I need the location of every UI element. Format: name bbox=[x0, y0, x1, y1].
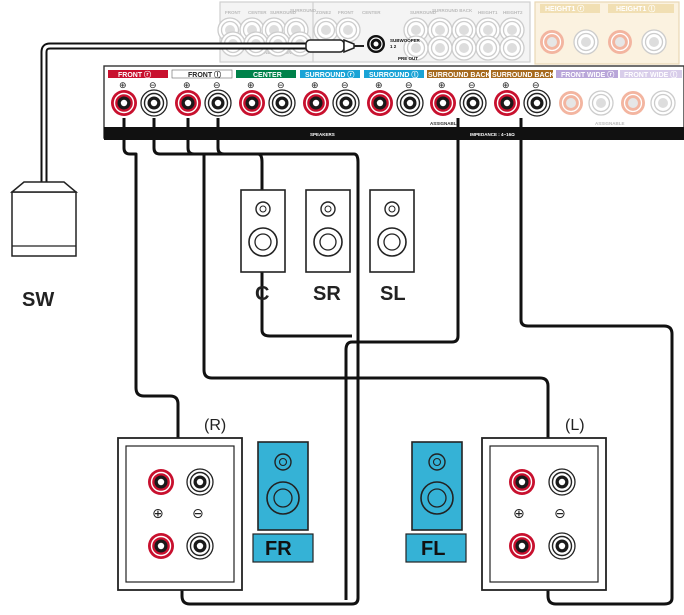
front-right-minus: ⊖ bbox=[192, 506, 204, 522]
surround-right-name: SR bbox=[313, 283, 341, 305]
front-left-name: FL bbox=[421, 538, 445, 560]
pre-out-label-front: FRONT bbox=[225, 10, 241, 15]
tab-surround-left: SURROUND ⓛ bbox=[369, 70, 418, 79]
pre-out-panel: FRONT CENTER SURROUND SURROUND ZONE2 ZON… bbox=[217, 1, 531, 63]
svg-text:⊕: ⊕ bbox=[438, 81, 446, 91]
front-left-minus: ⊖ bbox=[554, 506, 566, 522]
tab-front-left: FRONT ⓛ bbox=[188, 70, 221, 79]
front-left-plus: ⊕ bbox=[513, 506, 525, 522]
pre-out-label-zone3: ZONE3 bbox=[282, 50, 298, 55]
speaker-terminal-panel: SPEAKERS IMPEDANCE : 4~16Ω ASSIGNABLE AS… bbox=[103, 65, 684, 140]
speaker-surround-right: SR bbox=[305, 189, 351, 305]
subwoofer-label-2: 1 2 bbox=[390, 44, 397, 49]
height1-left-tab-label: HEIGHT1 ⓛ bbox=[616, 4, 655, 13]
front-left-unit: (L) ⊕ ⊖ FL bbox=[405, 417, 607, 591]
pre-out-label-center-mid: CENTER bbox=[362, 10, 381, 15]
speaker-surround-left: SL bbox=[369, 189, 415, 305]
pre-out-label-surround-mid: SURROUND bbox=[410, 10, 437, 15]
svg-text:⊖: ⊖ bbox=[468, 81, 476, 91]
tab-front-wide-right: FRONT WIDE ⓡ bbox=[561, 70, 614, 79]
pre-out-label-front-mid: FRONT bbox=[338, 10, 354, 15]
front-left-side-label: (L) bbox=[565, 417, 585, 434]
pre-out-left-labels: FRONT CENTER SURROUND SURROUND ZONE2 ZON… bbox=[225, 8, 317, 55]
front-right-plus: ⊕ bbox=[152, 506, 164, 522]
svg-text:⊖: ⊖ bbox=[532, 81, 540, 91]
height1-right-tab-label: HEIGHT1 ⓡ bbox=[545, 4, 584, 13]
pre-out-label-height1-mid: HEIGHT1 bbox=[478, 10, 498, 15]
pre-out-label-zone2-mid: ZONE2 bbox=[316, 10, 332, 15]
svg-text:⊕: ⊕ bbox=[183, 81, 191, 91]
pre-out-label-zone2: ZONE2 bbox=[258, 50, 274, 55]
svg-text:⊕: ⊕ bbox=[311, 81, 319, 91]
tab-center: CENTER bbox=[253, 72, 282, 79]
svg-text:⊖: ⊖ bbox=[341, 81, 349, 91]
surround-left-name: SL bbox=[380, 283, 406, 305]
subwoofer-name: SW bbox=[22, 289, 54, 311]
panel-polarity-symbols: ⊕ ⊖ ⊕ ⊖ ⊕ ⊖ ⊕ ⊖ ⊕ ⊖ ⊕ ⊖ ⊕ ⊖ bbox=[119, 81, 540, 91]
pre-out-label-center: CENTER bbox=[248, 10, 267, 15]
svg-text:⊕: ⊕ bbox=[502, 81, 510, 91]
svg-text:⊕: ⊕ bbox=[119, 81, 127, 91]
tab-surround-right: SURROUND ⓡ bbox=[305, 70, 354, 79]
svg-text:⊖: ⊖ bbox=[213, 81, 221, 91]
svg-text:⊖: ⊖ bbox=[149, 81, 157, 91]
svg-text:⊕: ⊕ bbox=[375, 81, 383, 91]
tab-front-wide-left: FRONT WIDE ⓛ bbox=[624, 70, 677, 79]
subwoofer: SW bbox=[9, 181, 79, 311]
subwoofer-jack: SUBWOOFER 1 2 bbox=[367, 35, 420, 53]
center-name: C bbox=[255, 283, 269, 305]
tab-surround-back-right: SURROUND BACK ⓡ bbox=[428, 70, 500, 79]
speaker-center: C bbox=[240, 189, 286, 305]
height-panel: HEIGHT1 ⓡ HEIGHT1 ⓛ bbox=[534, 1, 680, 65]
pre-out-mid-labels: ZONE2 FRONT CENTER SURROUND SURROUND BAC… bbox=[316, 8, 523, 15]
tab-surround-back-left: SURROUND BACK ⓛ bbox=[492, 70, 564, 79]
svg-text:⊖: ⊖ bbox=[277, 81, 285, 91]
front-right-side-label: (R) bbox=[204, 417, 226, 434]
pre-out-label-surround-2: SURROUND bbox=[290, 8, 317, 13]
assignable-label-faded: ASSIGNABLE bbox=[595, 121, 625, 126]
rca-plug bbox=[305, 38, 364, 54]
channel-tabs: FRONT ⓡ FRONT ⓛ CENTER SURROUND ⓡ SURROU… bbox=[108, 69, 682, 79]
pre-out-label-height2-mid: HEIGHT2 bbox=[503, 10, 523, 15]
assignable-label: ASSIGNABLE bbox=[430, 121, 460, 126]
pre-out-label-surround: SURROUND bbox=[270, 10, 297, 15]
subwoofer-label: SUBWOOFER bbox=[390, 38, 420, 43]
speakers-label: SPEAKERS bbox=[310, 132, 335, 137]
impedance-label: IMPEDANCE : 4~16Ω bbox=[470, 132, 515, 137]
cables bbox=[40, 42, 674, 606]
pre-out-label-surround-back-mid: SURROUND BACK bbox=[432, 8, 473, 13]
front-right-unit: (R) ⊕ ⊖ FR bbox=[117, 417, 314, 591]
svg-text:⊕: ⊕ bbox=[247, 81, 255, 91]
tab-front-right: FRONT ⓡ bbox=[118, 70, 151, 79]
front-right-name: FR bbox=[265, 538, 292, 560]
svg-text:⊖: ⊖ bbox=[405, 81, 413, 91]
pre-out-label: PRE OUT bbox=[398, 56, 418, 61]
